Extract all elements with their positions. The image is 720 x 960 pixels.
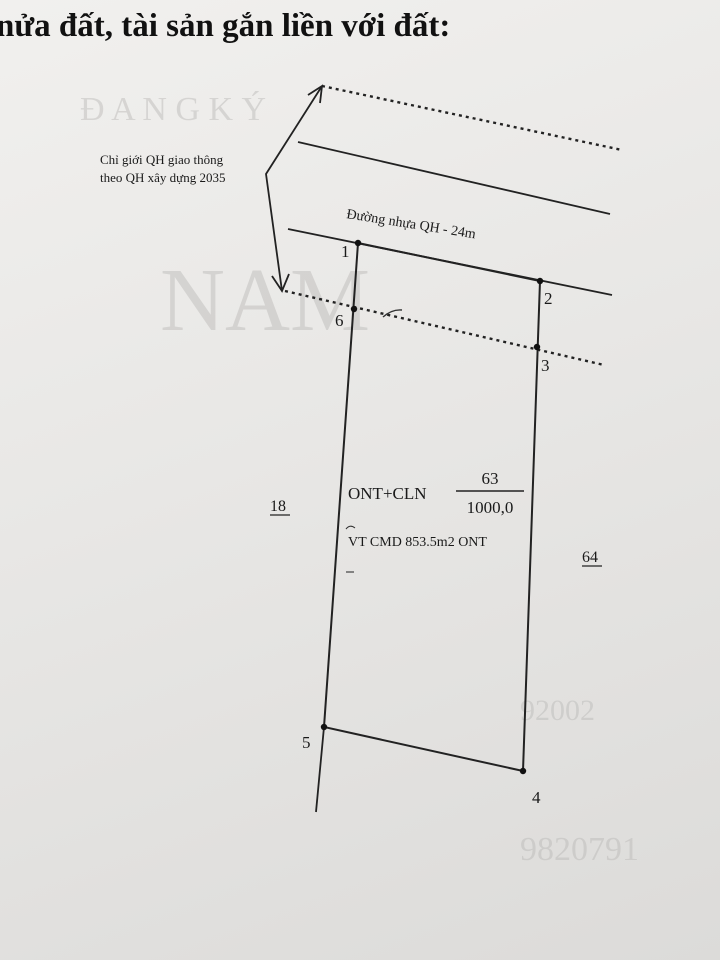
parcel-land-type: ONT+CLN <box>348 484 427 503</box>
point-6-label: 6 <box>335 311 344 330</box>
pen-mark <box>382 309 403 318</box>
svg-text:NAM: NAM <box>160 251 370 350</box>
point-1-marker <box>354 239 362 247</box>
point-4-marker <box>519 767 527 775</box>
adjacent-boundary-line <box>315 726 325 813</box>
point-5-marker <box>320 723 328 731</box>
boundary-note-line-2: theo QH xây dựng 2035 <box>100 170 225 185</box>
point-2-marker <box>536 277 544 285</box>
point-2-label: 2 <box>544 289 553 308</box>
corner-markers <box>320 239 544 775</box>
planning-boundary-lower <box>284 289 605 367</box>
svg-text:92002: 92002 <box>520 694 595 727</box>
dimension-arrow-top-head <box>307 84 324 104</box>
svg-text:9820791: 9820791 <box>520 831 639 868</box>
point-6-marker <box>350 305 358 313</box>
point-1-label: 1 <box>341 242 350 261</box>
point-5-label: 5 <box>302 733 311 752</box>
parcel-number: 63 <box>482 469 499 488</box>
point-3-marker <box>533 343 541 351</box>
note-pen-stroke <box>345 525 356 530</box>
section-heading: nửa đất, tài sản gắn liền với đất: <box>0 8 451 44</box>
neighbor-parcel-left: 18 <box>270 498 286 515</box>
point-3-label: 3 <box>541 356 550 375</box>
parcel-note: VT CMD 853.5m2 ONT <box>348 535 487 550</box>
neighbor-parcel-right: 64 <box>582 549 598 566</box>
planning-boundary-upper <box>321 84 623 152</box>
road-label: Đường nhựa QH - 24m <box>345 207 477 242</box>
road-center-line <box>297 141 611 215</box>
point-4-label: 4 <box>532 788 541 807</box>
svg-text:Đ A N G K Ý: Đ A N G K Ý <box>80 91 266 128</box>
parcel-area: 1000,0 <box>467 498 514 517</box>
boundary-note-line-1: Chỉ giới QH giao thông <box>100 152 224 167</box>
dimension-arrow-line <box>265 85 323 292</box>
background-show-through: Đ A N G K Ý NAM 92002 9820791 <box>80 91 639 868</box>
dimension-arrow-bottom-head <box>271 273 290 293</box>
